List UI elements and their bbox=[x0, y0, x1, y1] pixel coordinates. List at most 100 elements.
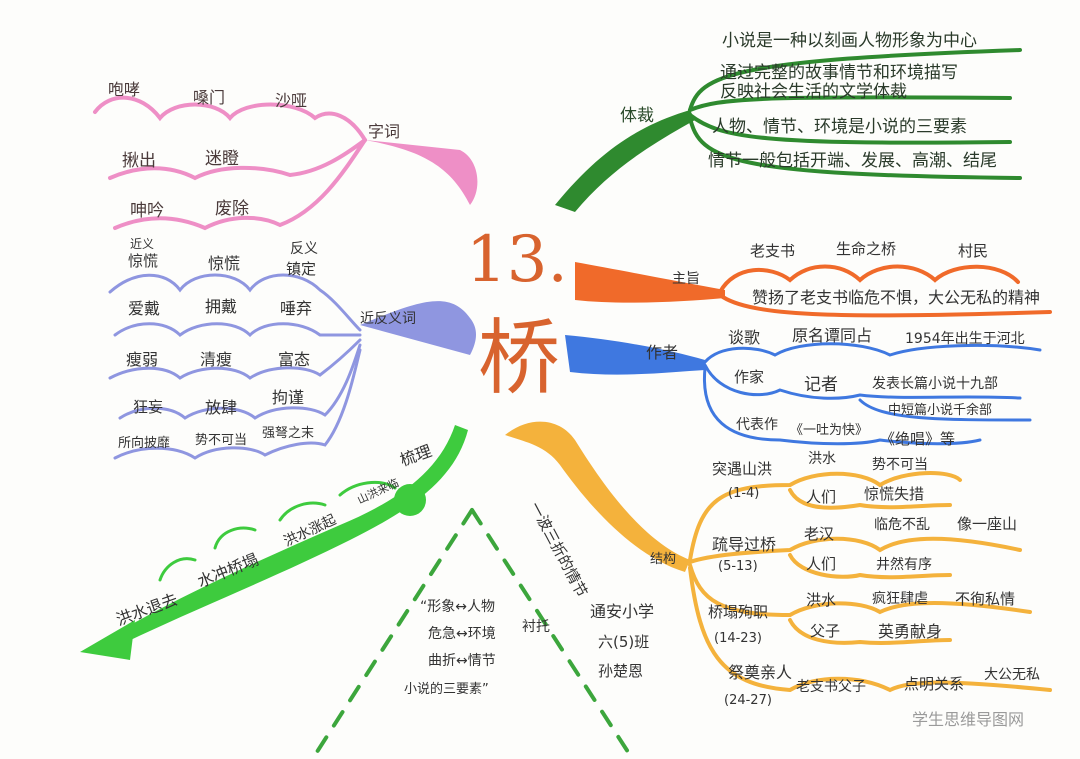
ant-word: 拘谨 bbox=[272, 388, 305, 407]
section-title: 桥塌殉职 bbox=[708, 603, 769, 621]
author-pub2: 中短篇小说千余部 bbox=[888, 403, 993, 418]
yellow-line-sec1 bbox=[688, 471, 962, 562]
sanyaosu-line: 小说的三要素” bbox=[404, 682, 489, 697]
syn-word: 惊慌 bbox=[208, 254, 241, 273]
anti-header: 反义 bbox=[290, 241, 318, 257]
lesson-number: 13. bbox=[466, 223, 568, 297]
green-arrow-node bbox=[394, 484, 426, 516]
green-line-1 bbox=[688, 48, 1022, 112]
green-curve-1 bbox=[338, 480, 397, 497]
ticai-item: 小说是一种以刻画人物形象为中心 bbox=[722, 31, 977, 51]
zhuzhi-word: 老支书 bbox=[750, 242, 796, 260]
watermark: 学生思维导图网 bbox=[912, 710, 1025, 729]
purple-wave-row5 bbox=[113, 348, 362, 460]
yellow-branch-trunk bbox=[505, 421, 690, 572]
orange-line-row2 bbox=[718, 293, 1052, 318]
blue-wave-row3 bbox=[702, 366, 982, 446]
zici-word: 揪出 bbox=[122, 151, 156, 171]
orange-wave-row1 bbox=[718, 264, 1020, 294]
dashed-triangle-right bbox=[470, 508, 632, 757]
section-a3: 不徇私情 bbox=[955, 590, 1016, 608]
section-a2: 势不可当 bbox=[872, 457, 928, 473]
author-born: 1954年出生于河北 bbox=[905, 331, 1025, 347]
zici-word: 呻吟 bbox=[130, 201, 164, 221]
zhuzhi-word: 村民 bbox=[958, 242, 989, 260]
section-b2: 英勇献身 bbox=[878, 622, 943, 641]
zhuzhi-word: 生命之桥 bbox=[836, 240, 897, 258]
section-a3: 像一座山 bbox=[957, 515, 1018, 533]
author-jizhe: 记者 bbox=[804, 375, 838, 395]
zici-word: 迷瞪 bbox=[205, 149, 239, 169]
blue-branch-trunk bbox=[565, 335, 705, 375]
author-work1: 《一吐为快》 bbox=[790, 423, 869, 438]
purple-branch-trunk bbox=[360, 301, 476, 355]
yellow-line-sec3b bbox=[788, 618, 952, 645]
section-b: 父子 bbox=[810, 622, 841, 640]
zhuzhi-text: 赞扬了老支书临危不惧，大公无私的精神 bbox=[752, 288, 1041, 307]
syn-word: 瘦弱 bbox=[126, 350, 159, 369]
green-line-2 bbox=[688, 95, 1012, 112]
blue-wave-row1 bbox=[703, 342, 1042, 364]
yellow-line-sec4 bbox=[688, 566, 1052, 693]
ticai-item: 通过完整的故事情节和环境描写 bbox=[720, 63, 958, 83]
pink-branch-trunk bbox=[365, 140, 478, 205]
zhuzhi-label: 主旨 bbox=[672, 271, 700, 287]
sanyaosu-line: 曲折↔情节 bbox=[428, 653, 496, 669]
section-a2: 疯狂肆虐 bbox=[872, 591, 928, 607]
section-title: 疏导过桥 bbox=[712, 535, 777, 554]
zici-word: 咆哮 bbox=[108, 80, 141, 99]
section-b: 人们 bbox=[806, 488, 837, 506]
ticai-item: 反映社会生活的文学体裁 bbox=[720, 82, 907, 102]
author-orig-name: 原名谭同占 bbox=[792, 326, 873, 345]
author-zuojia: 作家 bbox=[734, 368, 765, 386]
green-curve-4 bbox=[158, 557, 197, 582]
syn-word: 狂妄 bbox=[133, 398, 164, 416]
purple-wave-row2 bbox=[113, 322, 362, 338]
section-range: (1-4) bbox=[728, 486, 760, 501]
section-title: 突遇山洪 bbox=[712, 460, 773, 478]
section-title: 祭奠亲人 bbox=[728, 663, 793, 682]
section-range: (14-23) bbox=[714, 631, 762, 646]
syn-word: 势不可当 bbox=[195, 433, 248, 448]
section-a3: 大公无私 bbox=[984, 667, 1040, 683]
author-class: 六(5)班 bbox=[598, 633, 650, 651]
section-a: 洪水 bbox=[808, 451, 836, 467]
blue-wave-row2 bbox=[703, 363, 1022, 400]
ant-word: 强弩之末 bbox=[262, 426, 315, 441]
author-school: 通安小学 bbox=[590, 602, 655, 621]
green-line-3 bbox=[688, 113, 1012, 145]
lesson-title: 桥 bbox=[478, 311, 561, 406]
yellow-line-sec2 bbox=[688, 536, 1022, 564]
jiegou-label: 结构 bbox=[650, 552, 677, 567]
ticai-item: 人物、情节、环境是小说的三要素 bbox=[712, 117, 967, 137]
section-a: 老汉 bbox=[804, 525, 835, 543]
author-name: 谈歌 bbox=[728, 328, 761, 347]
yellow-line-sec1b bbox=[788, 488, 952, 510]
section-b2: 惊慌失措 bbox=[864, 485, 925, 503]
purple-wave-row3 bbox=[108, 338, 362, 380]
ticai-item: 情节一般包括开端、发展、高潮、结尾 bbox=[708, 151, 997, 171]
author-pub1: 发表长篇小说十九部 bbox=[872, 376, 998, 392]
author-work2: 《绝唱》等 bbox=[880, 430, 956, 448]
syn-word: 所向披靡 bbox=[118, 436, 171, 451]
yellow-line-sec2b bbox=[788, 553, 952, 580]
ant-word: 唾弃 bbox=[280, 299, 313, 318]
section-b2: 井然有序 bbox=[876, 557, 932, 573]
near-header: 近义 bbox=[130, 237, 155, 251]
jinfanyi-label: 近反义词 bbox=[360, 311, 416, 327]
dashed-triangle-left bbox=[313, 508, 474, 757]
green-curve-2 bbox=[278, 501, 327, 522]
syn-word: 爱戴 bbox=[128, 299, 161, 318]
section-a: 洪水 bbox=[806, 591, 837, 609]
zici-word: 嗓门 bbox=[193, 88, 226, 107]
green-curve-3 bbox=[213, 526, 257, 550]
author-daibiao: 代表作 bbox=[736, 417, 778, 433]
author-student: 孙楚恩 bbox=[598, 662, 644, 680]
syn-word: 惊慌 bbox=[128, 252, 159, 270]
purple-wave-row4 bbox=[118, 343, 362, 420]
zici-label: 字词 bbox=[368, 122, 401, 141]
section-a2: 点明关系 bbox=[904, 675, 965, 693]
green-branch-trunk bbox=[555, 110, 695, 212]
